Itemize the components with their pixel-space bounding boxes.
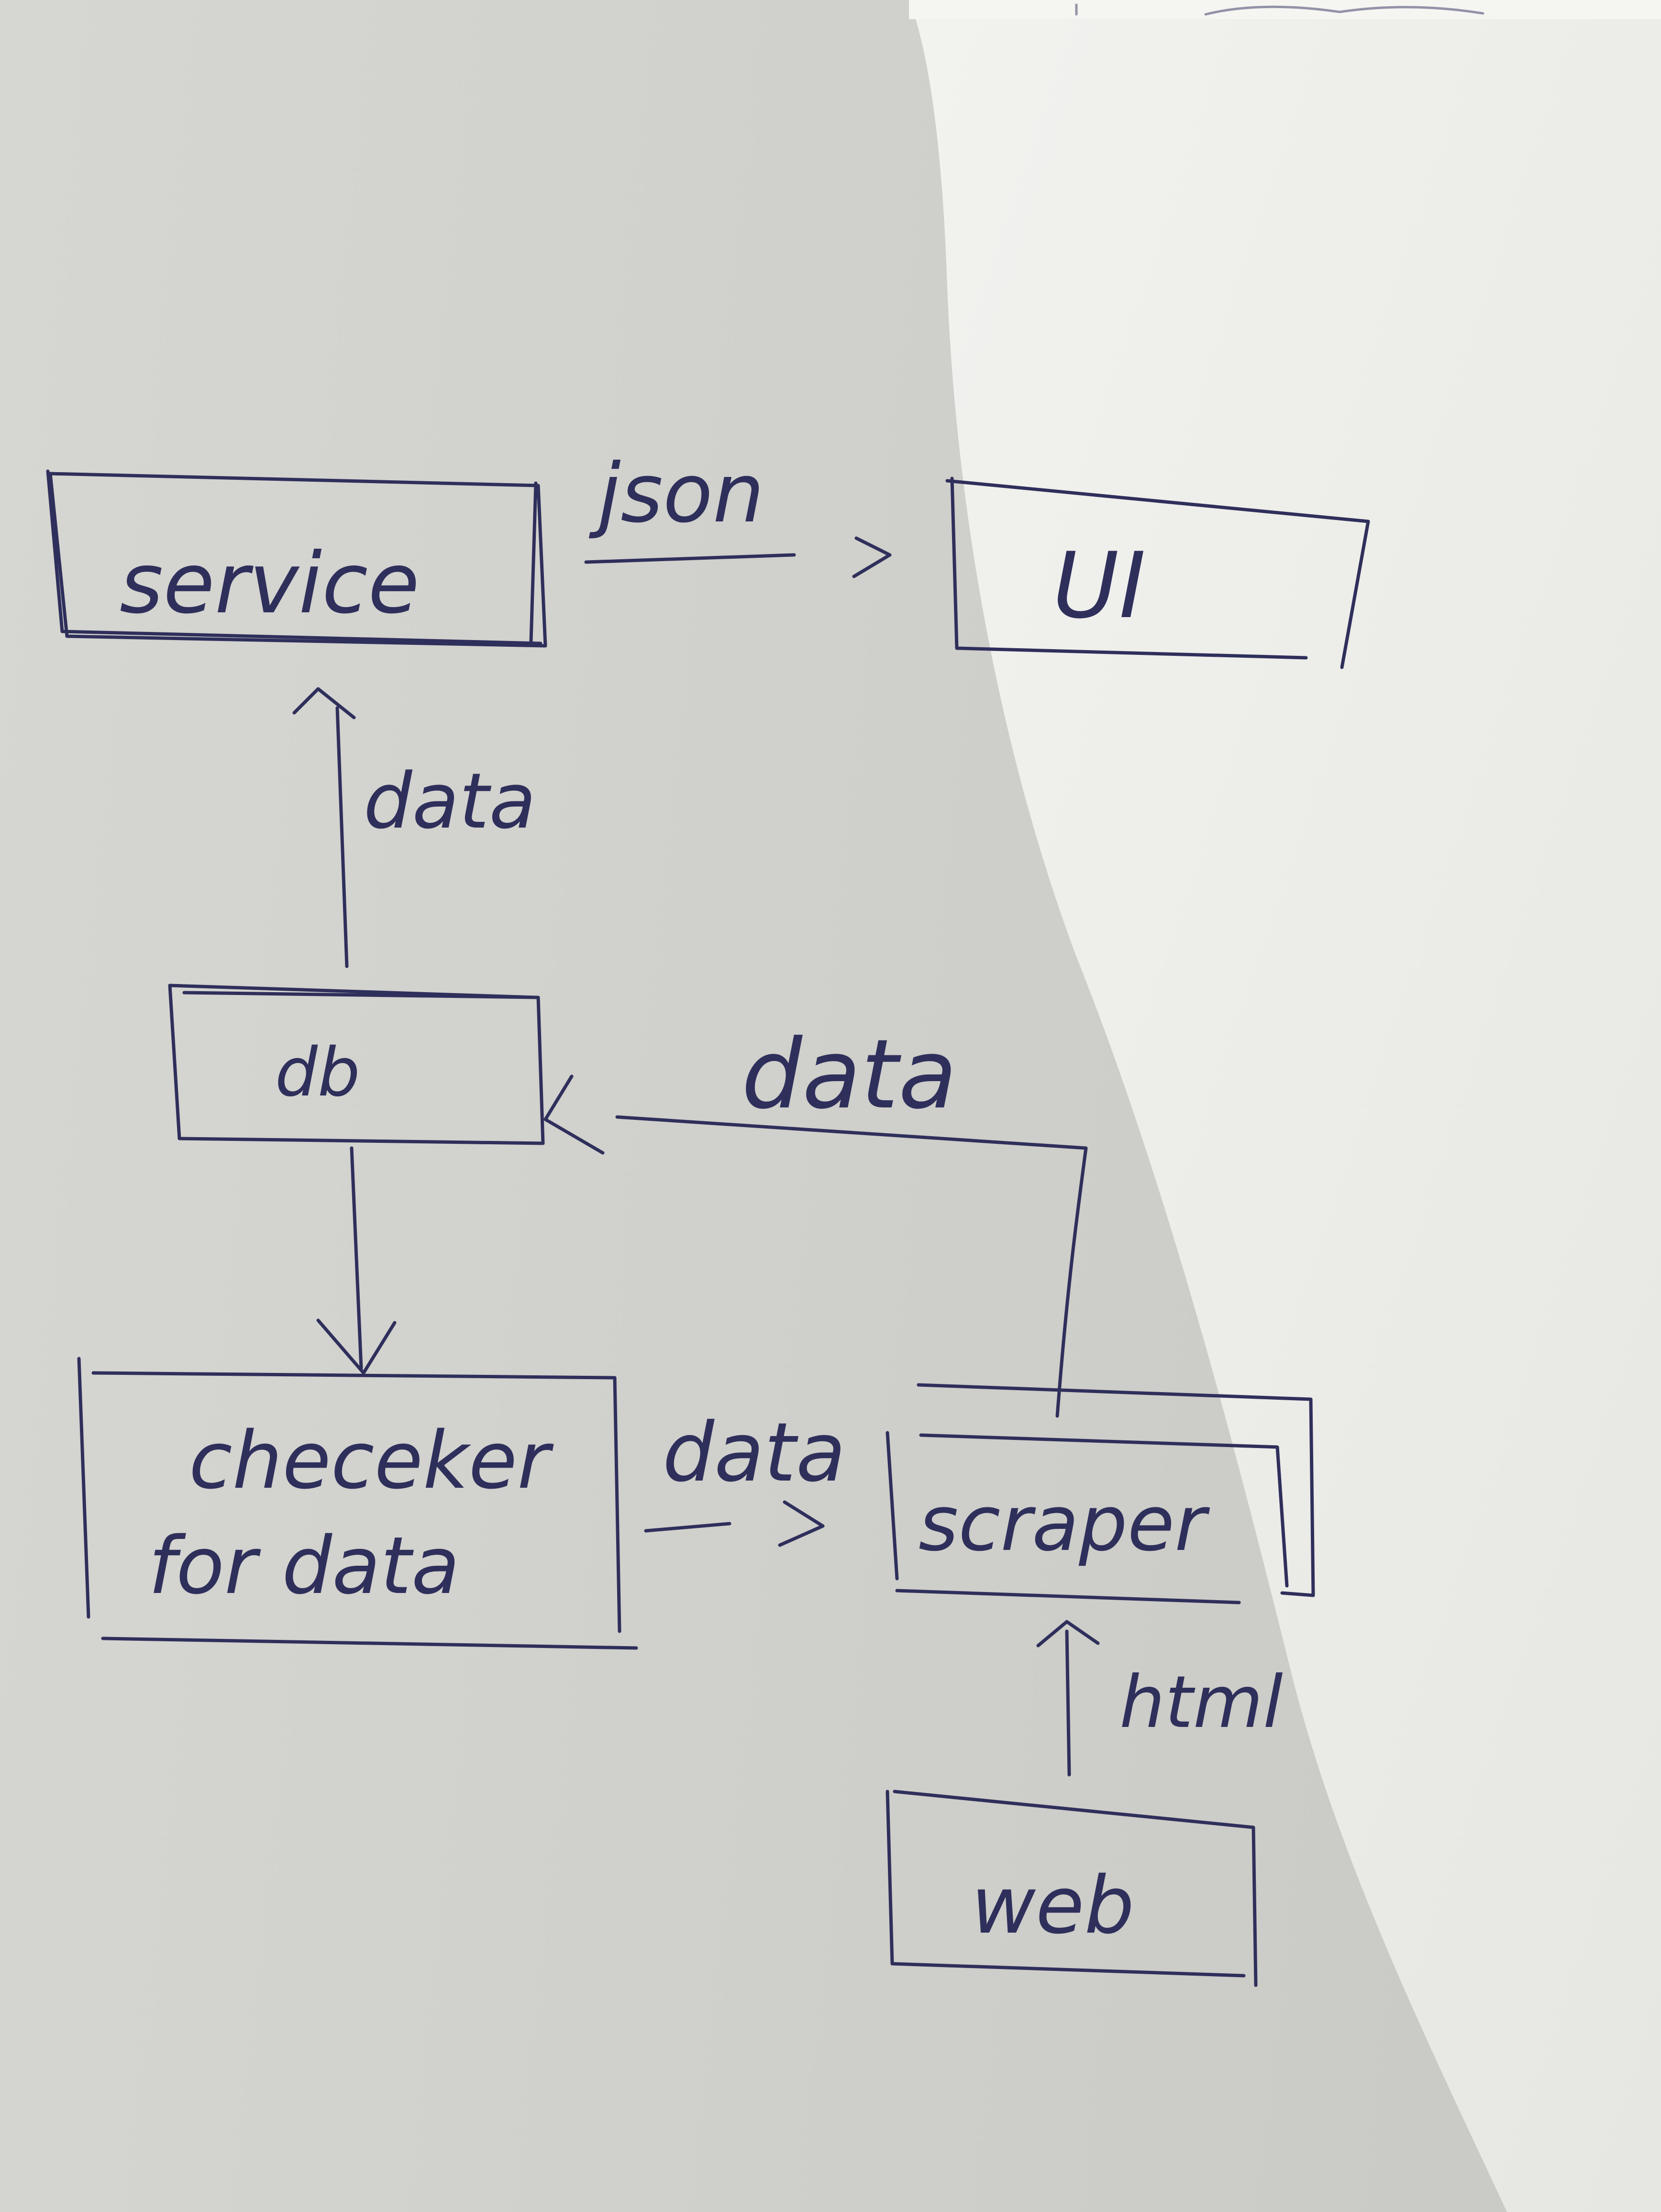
arrowhead — [543, 1074, 605, 1155]
ui-node: UI — [945, 476, 1370, 669]
arrow-line — [615, 1115, 1088, 1418]
scraper-node: scraper — [886, 1383, 1315, 1604]
arrowhead — [852, 536, 892, 578]
edge-scraper-to-db: data — [543, 1019, 1088, 1418]
edge-checker-to-scraper: data — [644, 1405, 846, 1547]
arrowhead — [292, 687, 356, 719]
edge-label-json: json — [588, 446, 764, 541]
edge-db-to-service: data — [292, 687, 536, 968]
web-label: web — [971, 1859, 1134, 1951]
arrow-line — [335, 706, 349, 968]
arrowhead — [316, 1318, 397, 1375]
edge-web-to-scraper: html — [1036, 1620, 1283, 1777]
arrow-line — [584, 553, 796, 564]
db-box — [168, 984, 545, 1145]
service-node: service — [46, 469, 547, 648]
web-node: web — [886, 1790, 1258, 1987]
service-box — [46, 469, 547, 648]
scraper-box-outer — [917, 1383, 1315, 1597]
scraper-label: scraper — [919, 1479, 1210, 1568]
service-label: service — [120, 535, 420, 632]
arrow-line — [644, 1522, 731, 1533]
edge-label-data: data — [364, 756, 536, 846]
edge-label-data: data — [742, 1019, 957, 1130]
db-label: db — [275, 1034, 360, 1112]
top-edge-text-trace — [1075, 3, 1484, 16]
checker-box — [77, 1357, 638, 1650]
checker-node: checeker for data — [77, 1357, 638, 1650]
arrow-line — [1065, 1629, 1071, 1777]
web-box — [886, 1790, 1258, 1987]
arrowhead — [1036, 1620, 1100, 1648]
top-notebook-edge — [909, 0, 1661, 19]
scraper-box-inner — [886, 1431, 1289, 1604]
edge-service-to-ui: json — [584, 446, 892, 578]
edge-label-data: data — [663, 1405, 846, 1500]
checker-label-line1: checeker — [189, 1415, 554, 1506]
edge-label-html: html — [1119, 1661, 1283, 1744]
arrowhead — [778, 1500, 825, 1547]
paper-lit-region — [909, 0, 1661, 2212]
ui-label: UI — [1052, 533, 1146, 639]
arrow-line — [350, 1146, 363, 1370]
edge-db-to-checker — [316, 1146, 397, 1375]
ui-box — [945, 476, 1370, 669]
checker-label-line2: for data — [148, 1520, 460, 1612]
db-node: db — [168, 984, 545, 1145]
